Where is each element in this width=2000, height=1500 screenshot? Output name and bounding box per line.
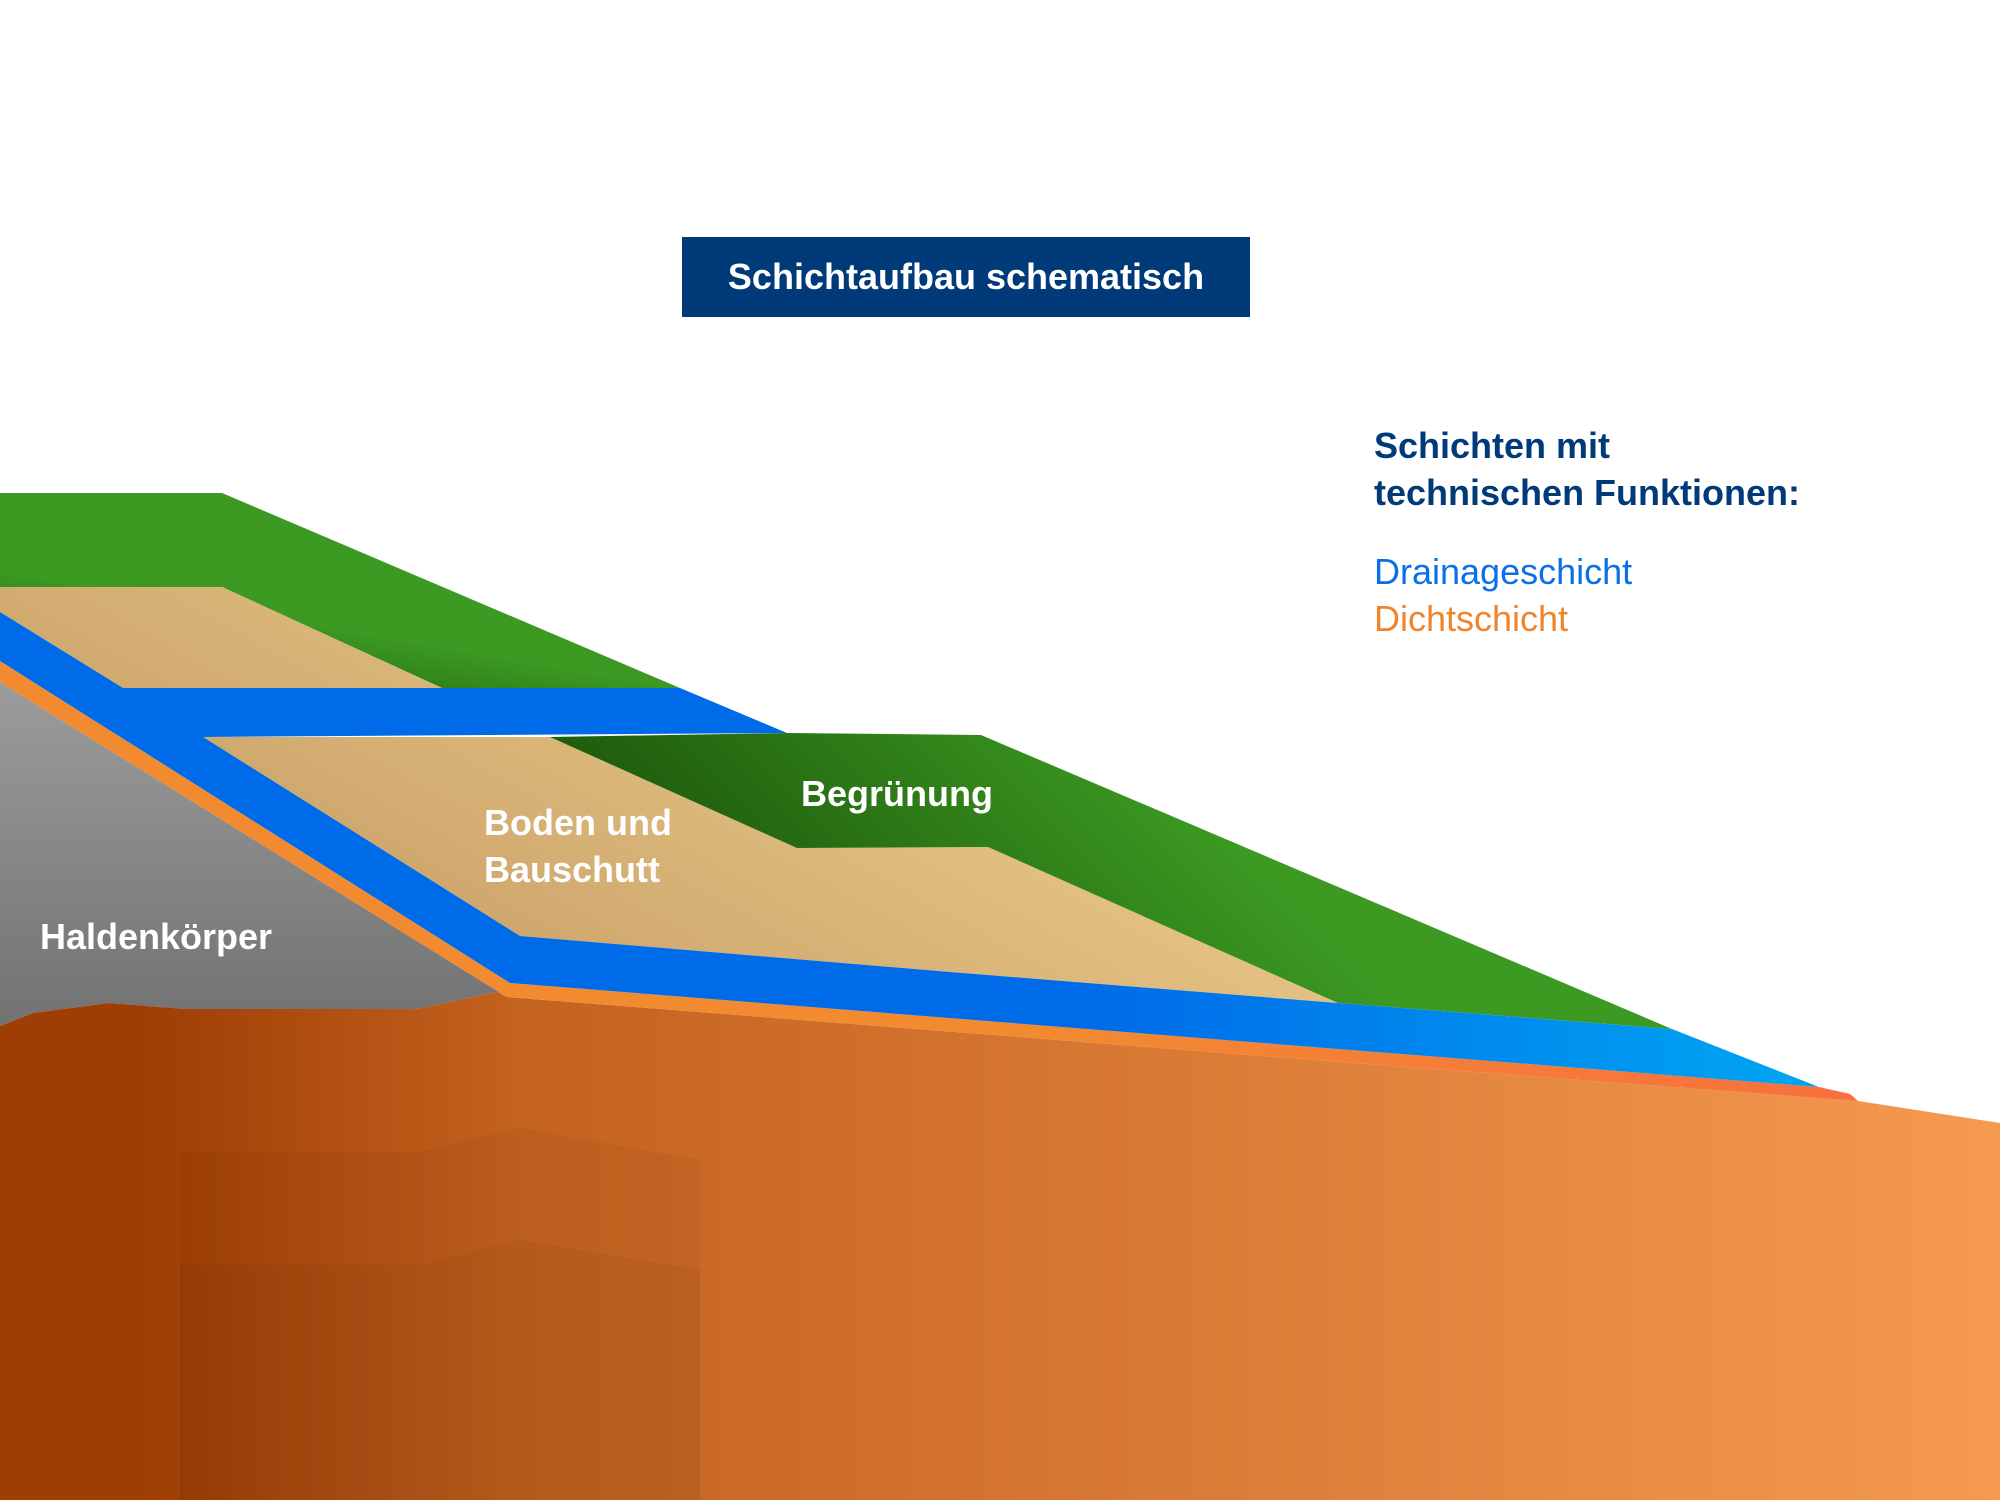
ground-layer [0, 992, 2000, 1500]
ground-shadow-lower [180, 1240, 700, 1500]
legend-heading: Schichten mit technischen Funktionen: [1374, 422, 1800, 516]
label-begruenung: Begrünung [801, 773, 993, 814]
begruenung-layer-lower [550, 733, 1672, 1029]
label-haldenkoerper: Haldenkörper [40, 916, 273, 957]
legend-item-drainageschicht: Drainageschicht [1374, 551, 1633, 592]
diagram-title: Schichtaufbau schematisch [727, 256, 1205, 297]
legend: Schichten mit technischen Funktionen: Dr… [1374, 422, 1800, 642]
title-box: Schichtaufbau schematisch [682, 237, 1250, 317]
legend-heading-line1: Schichten mit [1374, 425, 1611, 466]
drainageschicht-layer [0, 612, 1819, 1087]
haldenkoerper-layer [0, 682, 507, 1026]
ground-shadow-upper [180, 1128, 700, 1500]
boden-layer-upper [0, 587, 442, 688]
begruenung-layer-upper [0, 493, 680, 688]
label-boden-line1: Boden und [484, 802, 672, 843]
label-boden-und-bauschutt: Boden und Bauschutt [484, 799, 672, 893]
label-boden-line2: Bauschutt [484, 849, 661, 890]
boden-layer-lower [203, 737, 1338, 1003]
legend-item-dichtschicht: Dichtschicht [1374, 598, 1569, 639]
legend-heading-line2: technischen Funktionen: [1374, 472, 1801, 513]
legend-items: Drainageschicht Dichtschicht [1374, 548, 1800, 642]
